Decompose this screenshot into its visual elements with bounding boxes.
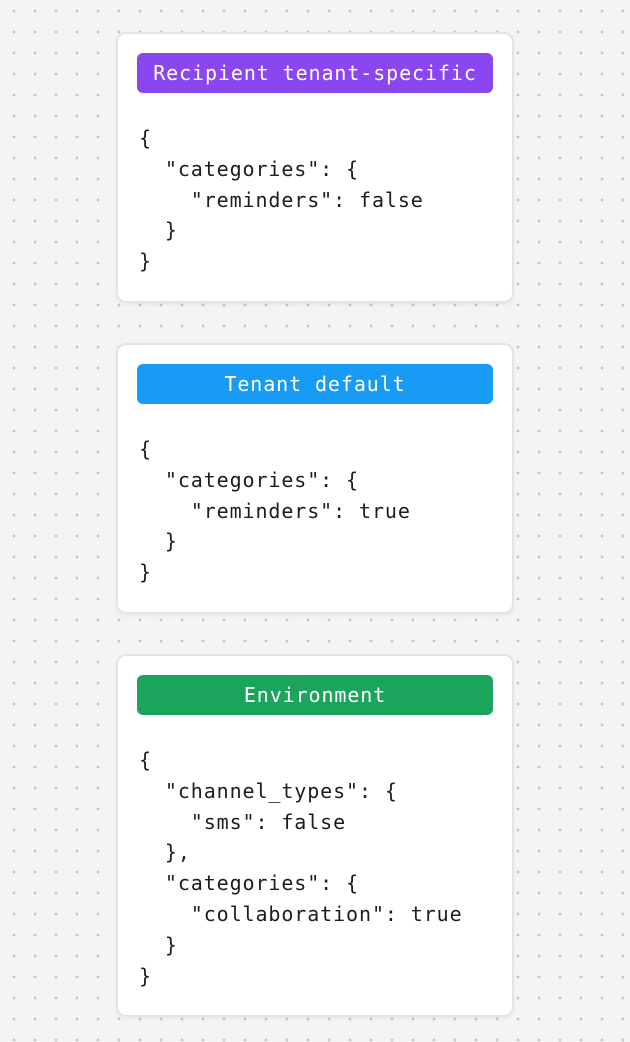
environment-badge: Environment	[137, 674, 493, 715]
card-tenant-default: Tenant default { "categories": { "remind…	[116, 342, 514, 614]
code-line: "categories": {	[139, 156, 359, 181]
code-line: "sms": false	[139, 809, 347, 834]
card-environment: Environment { "channel_types": { "sms": …	[116, 653, 514, 1018]
code-line: }	[139, 218, 178, 243]
environment-json-block: { "channel_types": { "sms": false }, "ca…	[139, 745, 493, 991]
code-line: {	[139, 126, 152, 150]
code-line: "reminders": false	[139, 187, 424, 212]
code-line: }	[139, 560, 152, 585]
recipient-tenant-specific-badge: Recipient tenant-specific	[137, 53, 493, 93]
code-line: }	[139, 529, 178, 554]
recipient-tenant-specific-json-block: { "categories": { "reminders": false } }	[139, 123, 493, 277]
code-line: "reminders": true	[139, 498, 411, 523]
tenant-default-json-block: { "categories": { "reminders": true } }	[139, 434, 493, 588]
card-recipient-tenant-specific: Recipient tenant-specific { "categories"…	[116, 32, 514, 303]
code-line: {	[139, 436, 152, 461]
code-line: {	[139, 747, 152, 772]
code-line: },	[139, 840, 191, 865]
code-line: }	[139, 932, 178, 957]
code-line: "collaboration": true	[139, 901, 463, 926]
code-line: "categories": {	[139, 871, 359, 896]
tenant-default-badge: Tenant default	[137, 363, 493, 404]
code-line: }	[139, 963, 152, 988]
code-line: "categories": {	[139, 467, 359, 492]
code-line: "channel_types": {	[139, 778, 398, 803]
code-line: }	[139, 249, 152, 274]
